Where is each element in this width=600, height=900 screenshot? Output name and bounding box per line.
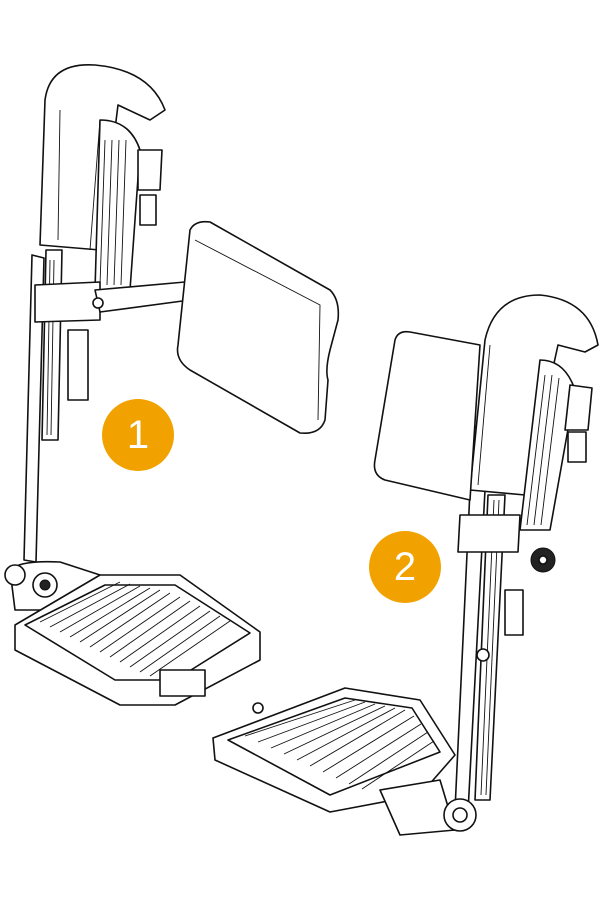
callout-badge-1: 1 [102, 399, 174, 471]
callout-badge-2: 2 [369, 531, 441, 603]
leg-rest-2 [212, 294, 599, 836]
leg-rest-1 [4, 64, 340, 706]
